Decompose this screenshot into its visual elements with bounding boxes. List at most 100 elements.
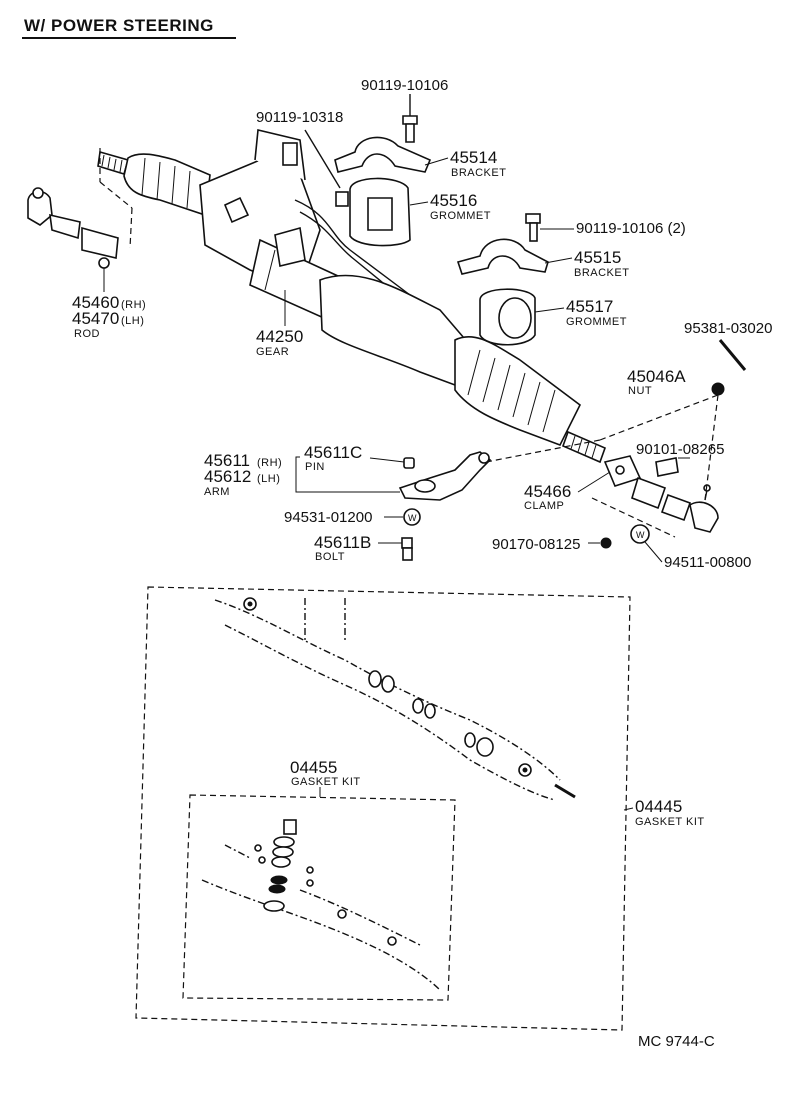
tie-rod-shaft-right bbox=[660, 493, 692, 522]
svg-text:W: W bbox=[636, 530, 645, 540]
label-90119-10106: 90119-10106 bbox=[361, 77, 448, 94]
label-45611B: 45611B bbox=[314, 533, 371, 552]
label-45516-name: GROMMET bbox=[430, 210, 491, 222]
tie-rod-right-group bbox=[485, 339, 747, 538]
upper-bracket-group bbox=[304, 94, 549, 346]
pinion-shaft bbox=[282, 142, 298, 166]
rack-thread-right bbox=[561, 430, 607, 464]
label-90119-10318: 90119-10318 bbox=[256, 109, 343, 126]
figure-code: MC 9744-C bbox=[638, 1033, 715, 1050]
label-45470-name: ROD bbox=[74, 328, 100, 340]
pin-45611C bbox=[403, 457, 415, 469]
spring-coil-1 bbox=[273, 836, 295, 848]
bolt-45611B bbox=[401, 537, 413, 549]
label-45046A-name: NUT bbox=[628, 385, 652, 397]
label-45611: 45611 bbox=[204, 451, 250, 470]
ball-stud-left bbox=[32, 187, 44, 199]
boot-right bbox=[454, 335, 582, 447]
label-45517: 45517 bbox=[566, 297, 613, 316]
o-ring-4 bbox=[424, 703, 436, 719]
diagram-title: W/ POWER STEERING bbox=[24, 16, 214, 35]
nut-90170 bbox=[600, 537, 612, 549]
knuckle-arm-group: W W bbox=[295, 451, 650, 561]
label-45612-name: ARM bbox=[204, 486, 230, 498]
fluid-line-1 bbox=[294, 199, 411, 296]
gasket-kit-section: 04445 GASKET KIT 04455 GASKET KIT bbox=[135, 586, 705, 1031]
inner-rack-outline-upper bbox=[299, 889, 421, 946]
label-45611B-name: BOLT bbox=[315, 551, 345, 563]
label-44250-name: GEAR bbox=[256, 346, 289, 358]
rack-tube-mid bbox=[319, 274, 471, 387]
rack-shaft-end bbox=[554, 783, 576, 799]
bracket-45515 bbox=[456, 238, 549, 275]
o-ring-5 bbox=[464, 732, 476, 748]
inner-rack-outline-lower bbox=[201, 879, 441, 991]
washer-94511 bbox=[630, 524, 650, 544]
label-44250: 44250 bbox=[256, 327, 303, 346]
label-45514-name: BRACKET bbox=[451, 167, 506, 179]
label-90101-08265: 90101-08265 bbox=[636, 441, 724, 458]
o-ring-6 bbox=[476, 737, 494, 757]
labels-top: 90119-10106 90119-10318 45514 BRACKET 45… bbox=[72, 77, 772, 571]
label-90119-10106-2: 90119-10106 (2) bbox=[576, 220, 686, 237]
label-94511-00800: 94511-00800 bbox=[664, 554, 751, 571]
tie-rod-sleeve-right bbox=[631, 476, 667, 510]
housing-mount bbox=[223, 196, 250, 224]
o-ring-3 bbox=[412, 698, 424, 714]
tie-rod-end-right bbox=[689, 501, 719, 533]
inner-seal-2 bbox=[387, 936, 397, 946]
label-45517-name: GROMMET bbox=[566, 316, 627, 328]
label-45460: 45460 bbox=[72, 293, 119, 312]
valve-stem bbox=[283, 819, 297, 835]
label-45460-side: (RH) bbox=[121, 299, 146, 311]
o-ring-1 bbox=[368, 670, 382, 688]
label-90170-08125: 90170-08125 bbox=[492, 536, 580, 553]
label-94531-01200: 94531-01200 bbox=[284, 509, 372, 526]
washer-ring bbox=[263, 900, 285, 912]
boot-left bbox=[123, 153, 211, 217]
label-04445: 04445 bbox=[635, 797, 682, 816]
steering-gear-assembly bbox=[97, 129, 607, 464]
label-45611C: 45611C bbox=[304, 443, 362, 462]
tie-rod-end-left bbox=[27, 190, 53, 226]
gasket-kit-04455-frame bbox=[182, 794, 456, 1001]
label-04455: 04455 bbox=[290, 758, 337, 777]
spring-coil-3 bbox=[271, 856, 291, 868]
nut-45046A bbox=[711, 382, 725, 396]
label-04445-name: GASKET KIT bbox=[635, 816, 705, 828]
label-45046A: 45046A bbox=[627, 367, 686, 386]
bolt-90119-10106-2 bbox=[525, 213, 541, 224]
bolt-90101-08265 bbox=[655, 457, 679, 477]
label-45470: 45470 bbox=[72, 309, 119, 328]
label-45514: 45514 bbox=[450, 148, 497, 167]
bracket-45514 bbox=[334, 136, 432, 173]
label-45515: 45515 bbox=[574, 248, 621, 267]
bolt-90119-10318 bbox=[335, 191, 349, 207]
tie-rod-left bbox=[27, 148, 133, 269]
label-45515-name: BRACKET bbox=[574, 267, 629, 279]
label-45470-side: (LH) bbox=[121, 315, 144, 327]
svg-text:W: W bbox=[408, 513, 417, 523]
inner-seal-1 bbox=[337, 909, 347, 919]
label-95381-03020: 95381-03020 bbox=[684, 320, 772, 337]
label-45466-name: CLAMP bbox=[524, 500, 564, 512]
seal-ring-2 bbox=[268, 884, 286, 894]
label-04455-name: GASKET KIT bbox=[291, 776, 361, 788]
label-45611-side: (RH) bbox=[257, 457, 282, 469]
clamp-bolt-left bbox=[98, 257, 110, 269]
bolt-90119-10106 bbox=[402, 115, 418, 125]
spring-coil-2 bbox=[272, 846, 294, 858]
tube-bracket-pad bbox=[274, 226, 306, 267]
label-45466: 45466 bbox=[524, 482, 571, 501]
cotter-pin-95381 bbox=[718, 339, 747, 371]
label-45612: 45612 bbox=[204, 467, 251, 486]
seal-ring-1 bbox=[270, 875, 288, 885]
fluid-line-2 bbox=[299, 211, 411, 306]
tie-rod-shaft-left bbox=[49, 213, 81, 240]
o-ring-2 bbox=[381, 675, 395, 693]
tie-rod-sleeve-left bbox=[81, 226, 119, 259]
label-45612-side: (LH) bbox=[257, 473, 280, 485]
label-45611C-name: PIN bbox=[305, 461, 325, 473]
